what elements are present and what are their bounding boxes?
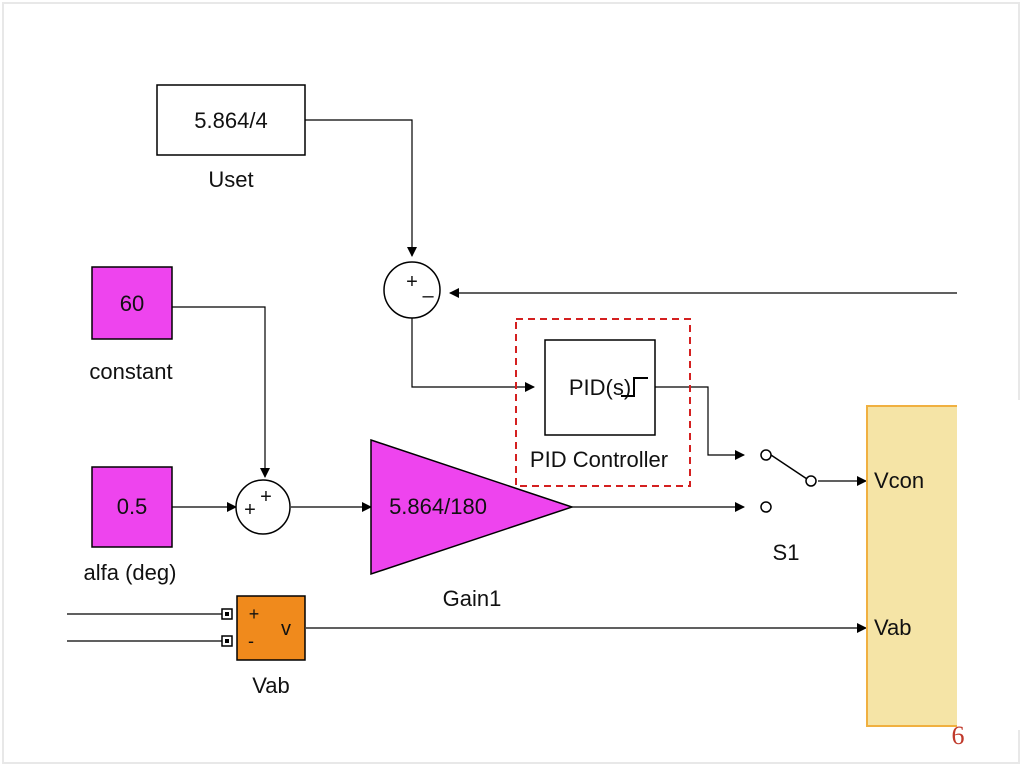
- vm-terminal-minus-dot: [225, 639, 229, 643]
- line-pid-to-switch[interactable]: [655, 386, 745, 460]
- sum-block-top[interactable]: + –: [383, 261, 441, 319]
- alfa-block[interactable]: 0.5: [91, 466, 173, 548]
- saturation-icon: [621, 377, 648, 397]
- uset-label: Uset: [208, 167, 253, 192]
- switch-contact-bottom: [760, 501, 772, 513]
- subsystem-block[interactable]: Vcon Vab: [866, 400, 1024, 730]
- switch-s1[interactable]: [760, 449, 817, 513]
- vm-symbol: v: [281, 618, 291, 640]
- vm-minus-sign: -: [248, 631, 254, 651]
- vm-terminal-plus-dot: [225, 612, 229, 616]
- pid-highlight-box: [515, 318, 691, 487]
- pid-controller-block[interactable]: PID(s): [544, 339, 656, 436]
- alfa-value: 0.5: [117, 494, 148, 519]
- voltmeter-block[interactable]: + - v: [221, 595, 306, 661]
- sum-top-sign-1: +: [406, 271, 418, 293]
- page-number: 6: [952, 721, 965, 750]
- pid-value: PID(s): [569, 375, 631, 400]
- constant-block[interactable]: 60: [91, 266, 173, 340]
- port-vcon: Vcon: [874, 468, 924, 493]
- uset-value: 5.864/4: [194, 108, 267, 133]
- gain-label: Gain1: [443, 586, 502, 611]
- line-sum-to-pid[interactable]: [411, 318, 535, 392]
- sum-block-bottom[interactable]: + +: [235, 479, 291, 535]
- switch-label: S1: [773, 540, 800, 565]
- switch-lever: [770, 454, 808, 480]
- sum-bottom-sign-1: +: [260, 486, 272, 508]
- gain-block[interactable]: 5.864/180: [370, 438, 575, 576]
- gain-value: 5.864/180: [389, 494, 487, 519]
- switch-contact-top: [760, 449, 772, 461]
- line-constant-to-sum[interactable]: [172, 306, 270, 478]
- line-uset-to-sum[interactable]: [305, 119, 417, 257]
- subsystem-crop-mask: [957, 400, 1024, 730]
- constant-value: 60: [120, 291, 144, 316]
- constant-label: constant: [89, 359, 172, 384]
- voltmeter-label: Vab: [252, 673, 290, 698]
- switch-common: [805, 475, 817, 487]
- vm-plus-sign: +: [249, 604, 260, 624]
- port-vab: Vab: [874, 615, 912, 640]
- sum-top-sign-2: –: [422, 285, 434, 307]
- pid-label: PID Controller: [530, 447, 668, 472]
- sum-bottom-sign-2: +: [244, 499, 256, 521]
- alfa-label: alfa (deg): [84, 560, 177, 585]
- uset-block[interactable]: 5.864/4: [156, 84, 306, 156]
